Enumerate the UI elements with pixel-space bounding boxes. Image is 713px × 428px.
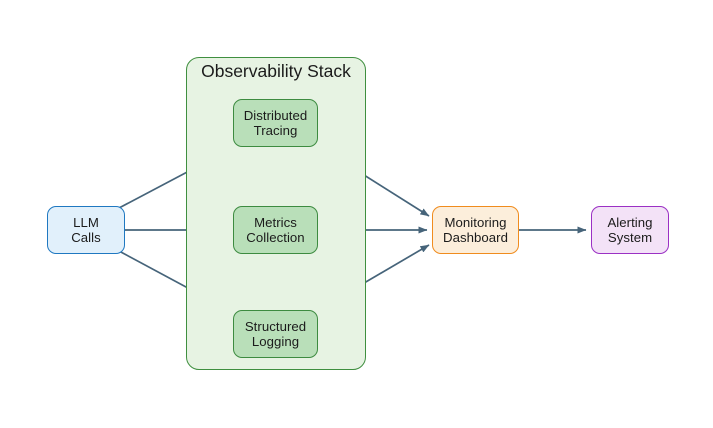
node-structured-logging-label: Structured Logging <box>244 318 307 350</box>
node-monitoring-dashboard[interactable]: Monitoring Dashboard <box>432 206 519 254</box>
node-metrics-collection[interactable]: Metrics Collection <box>233 206 318 254</box>
node-distributed-tracing[interactable]: Distributed Tracing <box>233 99 318 147</box>
cluster-observability-stack-label: Observability Stack <box>201 61 351 81</box>
node-llm-calls[interactable]: LLM Calls <box>47 206 125 254</box>
node-monitoring-dashboard-label: Monitoring Dashboard <box>443 214 508 246</box>
node-distributed-tracing-label: Distributed Tracing <box>243 107 308 139</box>
node-alerting-system-label: Alerting System <box>607 214 653 246</box>
node-metrics-collection-label: Metrics Collection <box>246 214 305 246</box>
node-structured-logging[interactable]: Structured Logging <box>233 310 318 358</box>
node-alerting-system[interactable]: Alerting System <box>591 206 669 254</box>
node-llm-calls-label: LLM Calls <box>71 214 101 246</box>
